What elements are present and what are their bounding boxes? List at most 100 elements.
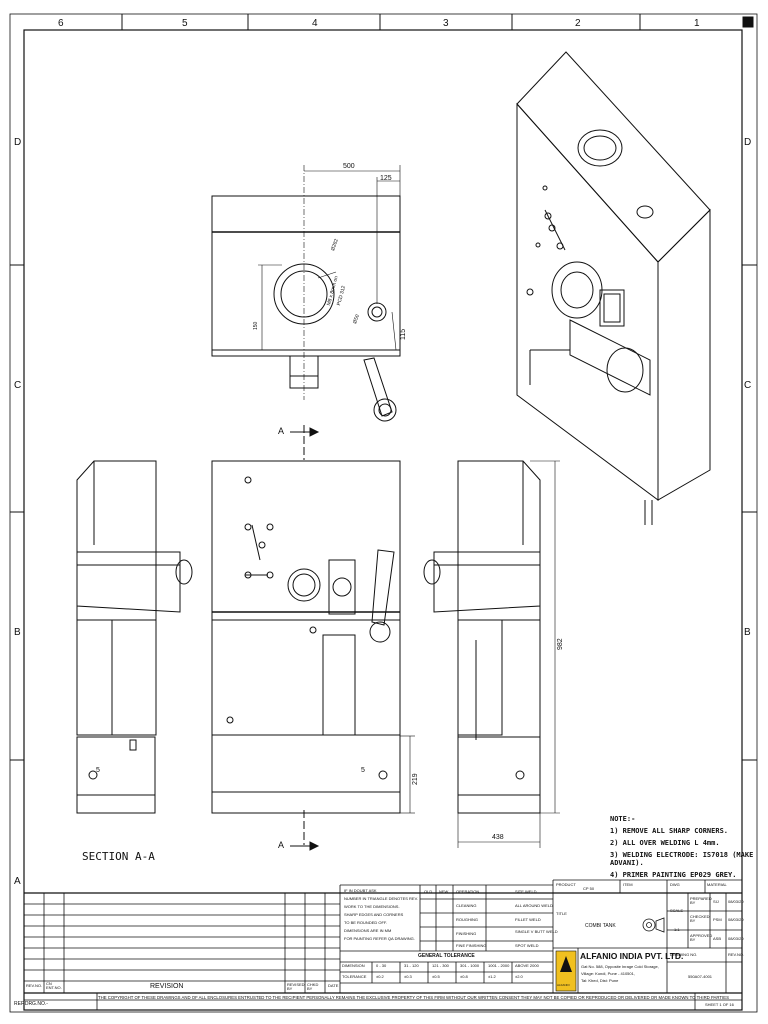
copyright-notice: THE COPYRIGHT OF THESE DRAWINGS AND OF A… [98,995,729,1000]
tolerance-cell: ±0.3 [404,974,412,979]
front-view [211,460,415,814]
symbols-header-old: OLD [424,889,433,894]
section-marker-bottom: A [278,840,285,850]
logo-text: ALFANIO [557,983,570,987]
prepared-by-label: PREPARED BY [690,896,712,905]
dim-125: 125 [380,175,392,182]
revised-by-header: REVISED BY [287,982,305,991]
operation-roughing: ROUGHING [456,917,478,922]
notes-block: NOTE:- 1) REMOVE ALL SHARP CORNERS. 2) A… [610,815,768,879]
tolerance-cell: 1001 - 2000 [488,963,510,968]
section-markers [290,425,320,851]
section-marker-top: A [278,426,285,436]
tolerance-title: GENERAL TOLERANCE [418,953,475,959]
general-note: FOR PAINTING REFER QA DRAWING. [344,936,415,941]
tolerance-cell: 121 - 300 [432,963,449,968]
general-note: NUMBER IN TRIANGLE DENOTES REV. [344,896,419,901]
tolerance-cell: 31 - 120 [404,963,419,968]
zone-top-6: 6 [58,18,64,29]
zone-right-b: B [744,627,751,638]
rev-no-label: REV.NO. [728,952,745,957]
product-value: CP 50 [583,886,595,891]
dim-150: 150 [253,321,259,330]
tolerance-cell: ABOVE 2000 [515,963,539,968]
side-view [423,460,560,848]
dim-982: 982 [557,638,564,650]
tolerance-cell: 301 - 1000 [460,963,480,968]
weld-symbol-5-right: 5 [361,767,365,774]
dim-500: 500 [343,163,355,170]
tolerance-cell: ±0.8 [460,974,468,979]
tolerance-cell: 0 - 30 [376,963,387,968]
company-address-1: Gat No. 588, Opposite Inrage Cold Storag… [581,964,659,969]
weld-spot: SPOT WELD [515,943,539,948]
general-note: TO BE ROUNDED OFF. [344,920,388,925]
note-4: 4) PRIMER PAINTING EP029 GREY. [610,871,737,879]
zone-left-a: A [14,876,21,887]
operation-cleaning: CLEANING [456,903,477,908]
company-address-3: Tal: Khed, Dist: Pune [581,978,619,983]
general-note: DIMENSIONS ARE IN MM [344,928,392,933]
isometric-view [516,51,711,525]
top-view [211,165,401,422]
zone-top-4: 4 [312,18,318,29]
tolerance-cell: ±0.2 [376,974,384,979]
general-note: SHARP EDGES AND CORNERS [344,912,404,917]
zone-top-2: 2 [575,18,581,29]
section-view [76,460,193,814]
sheet-number: SHEET 1 OF 16 [705,1002,734,1007]
zone-right-c: C [744,380,752,391]
approved-date: 08/03/20 [728,936,744,941]
zone-top-5: 5 [182,18,188,29]
product-label: PRODUCT [556,882,576,887]
scale-label: SCALE [670,908,684,913]
dim-438: 438 [492,834,504,841]
company-name: ALFANIO INDIA PVT. LTD. [580,951,684,961]
operation-finishing: FINISHING [456,931,477,936]
approved-by-label: APPROVED BY [690,933,713,942]
item-label: ITEM [623,882,633,887]
scale-value: 1:1 [674,927,680,932]
drawing-no-label: DRAWING NO. [670,952,698,957]
inner-frame [23,29,743,1011]
tolerance-cell: ±0.5 [432,974,440,979]
ref-drg-no: REF.DRG.NO.- [14,1001,48,1007]
zone-left-c: C [14,380,22,391]
tolerance-cell: ±2.0 [515,974,523,979]
approved-by: ASB [713,936,722,941]
material-label: MATERIAL [707,882,727,887]
date-header: DATE [328,983,339,988]
zone-top-1: 1 [694,18,700,29]
tolerance-cell: DIMENSION [342,963,365,968]
zone-left-b: B [14,627,21,638]
company-address-2: Village: Kondi, Pune - 410501, [581,971,635,976]
symbols-header-new: NEW [439,889,449,894]
general-note: IF IN DOUBT ASK [344,888,377,893]
general-note: WORK TO THE DIMENSIONS. [344,904,400,909]
checked-by-label: CHECKED BY [690,914,710,923]
zone-left-d: D [14,137,22,148]
outer-frame [9,13,758,1013]
weld-single-v-butt: SINGLE V BUTT WELD [515,929,558,934]
note-2: 2) ALL OVER WELDING L 4mm. [610,839,720,847]
note-1: 1) REMOVE ALL SHARP CORNERS. [610,827,729,835]
checked-by-header: CHKD BY [307,982,319,991]
tolerance-cell: ±1.2 [488,974,496,979]
ecn-header: CN ENT.NO. [46,981,62,990]
zone-right-d: D [744,137,752,148]
tolerance-cell: TOLERANCE [342,974,367,979]
checked-by: PSM [713,917,722,922]
zone-top-3: 3 [443,18,449,29]
note-3: 3) WELDING ELECTRODE: IS7018 (MAKE ADVAN… [610,851,754,867]
general-notes: IF IN DOUBT ASK NUMBER IN TRIANGLE DENOT… [344,887,418,943]
weld-all-around: ALL AROUND WELD [515,903,553,908]
title-block [24,879,742,1010]
rev-no-header: REV.NO. [26,983,43,988]
prepared-date: 08/03/20 [728,899,744,904]
section-label: SECTION A-A [82,850,155,863]
operation-fine-finishing: FINE FINISHING [456,943,487,948]
drawing-title: COMBI TANK [585,923,616,929]
revision-header: REVISION [150,983,184,990]
